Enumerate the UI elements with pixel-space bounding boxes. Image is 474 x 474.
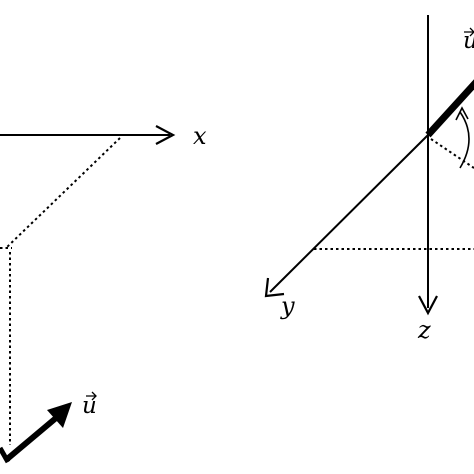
x-axis-label: x <box>193 122 207 150</box>
projection-diagonal-dotted <box>5 137 121 249</box>
x-axis-arrowhead <box>155 125 176 145</box>
angle-arc-arrowhead <box>455 106 469 121</box>
vector-u-right-shaft <box>425 79 474 138</box>
right-figure: z y u <box>264 15 474 344</box>
z-axis-label: z <box>417 316 431 344</box>
left-figure: x u <box>0 122 207 464</box>
projection-diagonal-dotted-right <box>430 138 474 169</box>
vector-u-right-label-text: u <box>463 28 474 54</box>
vector-u-label: u <box>82 391 97 419</box>
vector-u-arrowhead <box>47 402 72 428</box>
y-axis-label: y <box>280 292 295 320</box>
vector-u-right-label: u <box>463 27 474 54</box>
y-axis-arrowhead <box>264 277 285 298</box>
vector-u-shaft <box>4 415 58 463</box>
vector-arrow-accent-icon <box>86 391 97 401</box>
vector-u-tail-stub <box>0 446 11 464</box>
vector-arrow-accent-icon-right <box>464 27 474 37</box>
z-axis-arrowhead <box>418 295 438 316</box>
y-axis-line <box>269 134 429 293</box>
angle-arc <box>459 111 470 169</box>
